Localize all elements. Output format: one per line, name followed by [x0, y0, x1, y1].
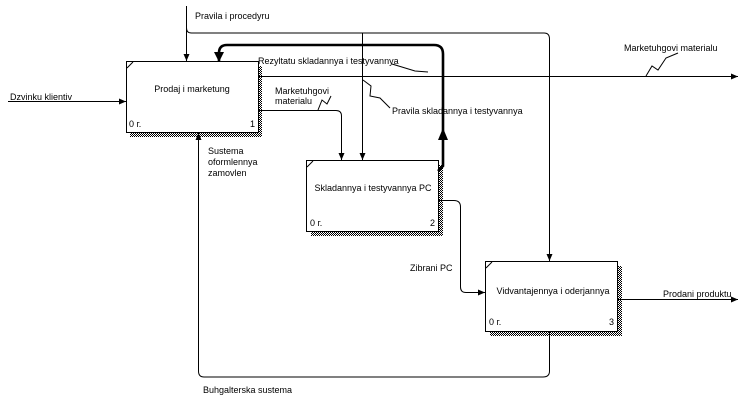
box-2-title: Skladannya i testyvannya PC — [314, 183, 432, 193]
arrow-label-sustema-1: Sustema — [208, 146, 244, 156]
arrow-label-rezyltatu: Rezyltatu skladannya i testyvannya — [258, 56, 399, 66]
arrow-sustema-oformlennya[interactable]: Sustema oformlennya zamovlen Buhgaltersk… — [195, 133, 550, 395]
box-1-frame — [126, 61, 259, 133]
arrow-label-marketuhgovi-1: Marketuhgovi — [275, 86, 329, 96]
arrow-label-prodani: Prodani produktu — [663, 289, 732, 299]
box-2-cost: 0 г. — [310, 218, 322, 228]
box-3-title: Vidvantajennya i oderjannya — [497, 286, 610, 296]
activity-box-3[interactable]: Vidvantajennya i oderjannya 0 г. 3 — [485, 261, 623, 337]
arrow-pravila-procedyru[interactable]: Pravila i procedyru — [183, 6, 553, 261]
box-1-number: 1 — [250, 119, 255, 129]
box-2-number: 2 — [430, 218, 435, 228]
arrow-label-sustema-3: zamovlen — [208, 168, 247, 178]
arrow-rezyltatu[interactable]: Rezyltatu skladannya i testyvannya — [214, 43, 448, 172]
arrow-label-pravila-skladannya: Pravila skladannya i testyvannya — [392, 106, 523, 116]
arrow-zibrani-pc[interactable]: Zibrani PC — [410, 200, 485, 296]
arrow-label-marketuhgovi-right: Marketuhgovi materialu — [624, 43, 718, 53]
arrow-label-buhgalterska: Buhgalterska sustema — [203, 385, 292, 395]
arrow-marketuhgovi-inner[interactable]: Marketuhgovi materialu — [258, 86, 345, 160]
label-pravila-skladannya: Pravila skladannya i testyvannya — [362, 79, 523, 116]
arrow-label-marketuhgovi-2: materialu — [275, 96, 312, 106]
box-3-frame — [485, 261, 618, 332]
arrow-label-sustema-2: oformlennya — [208, 157, 258, 167]
arrow-marketuhgovi-out[interactable]: Marketuhgovi materialu — [258, 43, 738, 80]
box-3-cost: 0 г. — [489, 317, 501, 327]
arrow-dzvinku-klientiv[interactable]: Dzvinku klientiv — [8, 92, 126, 105]
activity-box-2[interactable]: Skladannya i testyvannya PC 0 г. 2 — [306, 160, 444, 237]
box-1-cost: 0 г. — [129, 119, 141, 129]
activity-box-1[interactable]: Prodaj i marketung 0 г. 1 — [126, 61, 263, 138]
arrow-label-pravila: Pravila i procedyru — [195, 11, 270, 21]
arrow-prodani-produktu[interactable]: Prodani produktu — [617, 289, 738, 303]
box-3-number: 3 — [609, 317, 614, 327]
box-2-frame — [306, 160, 439, 232]
arrow-label-zibrani: Zibrani PC — [410, 263, 453, 273]
arrow-label-dzvinku: Dzvinku klientiv — [10, 92, 73, 102]
box-1-title: Prodaj i marketung — [154, 84, 230, 94]
